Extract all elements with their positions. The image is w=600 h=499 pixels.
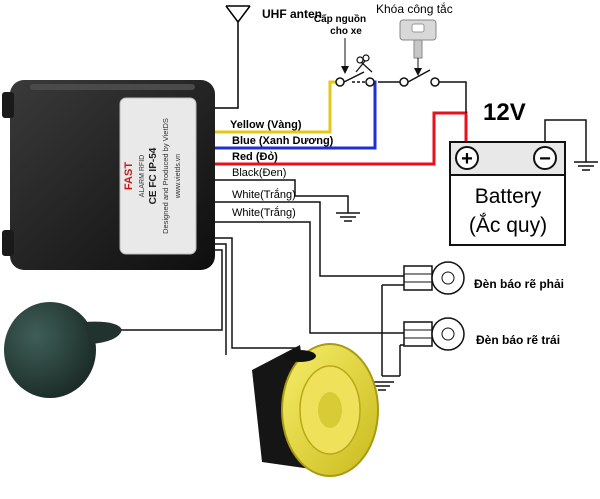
- negative-wire: [544, 119, 587, 162]
- module-web: www.vietds.vn: [175, 154, 182, 199]
- positive-terminal: +: [461, 148, 473, 170]
- wire-label-black: Black(Đen): [232, 167, 286, 179]
- key-switch-label: Khóa công tắc: [376, 1, 453, 16]
- battery-sublabel: (Ắc quy): [469, 213, 547, 237]
- remote-wire: [120, 249, 223, 331]
- module-sticker: FAST ALARM RFID CE FC IP-54 Designed and…: [123, 118, 182, 234]
- module-cert: CE FC IP-54: [148, 147, 159, 204]
- module-maker: Designed and Produced by VietDS: [161, 118, 170, 234]
- yellow-wire: [215, 80, 340, 134]
- wire-label-red: Red (Đỏ): [232, 151, 278, 163]
- turn-left-lamp: [403, 317, 465, 351]
- siren-wire-2: [215, 243, 227, 355]
- turn-right-lamp: [403, 261, 465, 295]
- remote-receiver: [4, 302, 122, 398]
- wire-label-blue: Blue (Xanh Dương): [232, 135, 334, 147]
- battery-label: Battery: [475, 185, 542, 208]
- power-cut-label-1: Cấp nguồn: [314, 13, 366, 25]
- key-switch: [378, 69, 440, 87]
- wire-label-white-1: White(Trắng): [232, 188, 296, 201]
- alarm-module: [2, 80, 215, 270]
- black-wire: [215, 179, 349, 213]
- turn-left-label: Đèn báo rẽ trái: [476, 333, 560, 347]
- battery: [449, 141, 566, 246]
- ground-symbol: [336, 212, 360, 222]
- module-model: ALARM RFID: [139, 155, 146, 197]
- white-wire-right: [215, 201, 430, 277]
- turn-right-label: Đèn báo rẽ phải: [474, 277, 564, 291]
- antenna-icon: [225, 5, 251, 23]
- module-brand: FAST: [123, 162, 135, 190]
- red-wire: [215, 111, 468, 166]
- siren: [252, 343, 379, 477]
- key-icon: [399, 19, 437, 59]
- antenna-label: UHF anten: [262, 7, 322, 21]
- wire-label-white-2: White(Trắng): [232, 206, 296, 219]
- power-cut-switch: [335, 71, 375, 87]
- negative-terminal: −: [539, 148, 551, 170]
- power-line: [435, 81, 467, 113]
- siren-wire: [215, 237, 300, 349]
- power-cut-label-2: cho xe: [330, 26, 362, 37]
- ground-symbol: [574, 161, 598, 171]
- antenna-wire: [215, 22, 239, 109]
- voltage-label: 12V: [483, 99, 526, 126]
- wire-label-yellow: Yellow (Vàng): [230, 119, 302, 131]
- white-wire-left: [215, 221, 430, 334]
- scissors-icon: [355, 54, 373, 73]
